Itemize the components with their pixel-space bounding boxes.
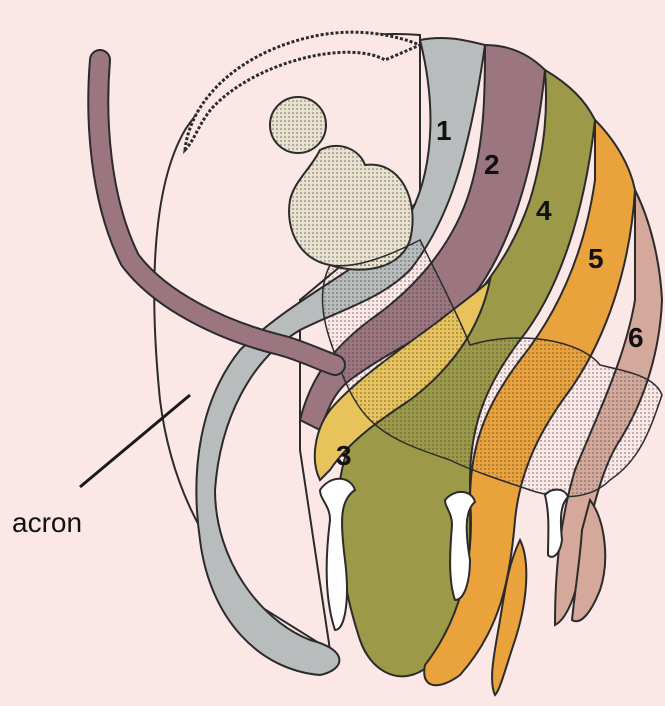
segment-4-label: 4: [536, 195, 552, 226]
segment-3-label: 3: [336, 440, 352, 471]
segment-6-label: 6: [628, 322, 644, 353]
acron-label: acron: [12, 507, 82, 538]
segment-1-label: 1: [436, 115, 452, 146]
segment-5-label: 5: [588, 243, 604, 274]
segment-2-label: 2: [484, 149, 500, 180]
